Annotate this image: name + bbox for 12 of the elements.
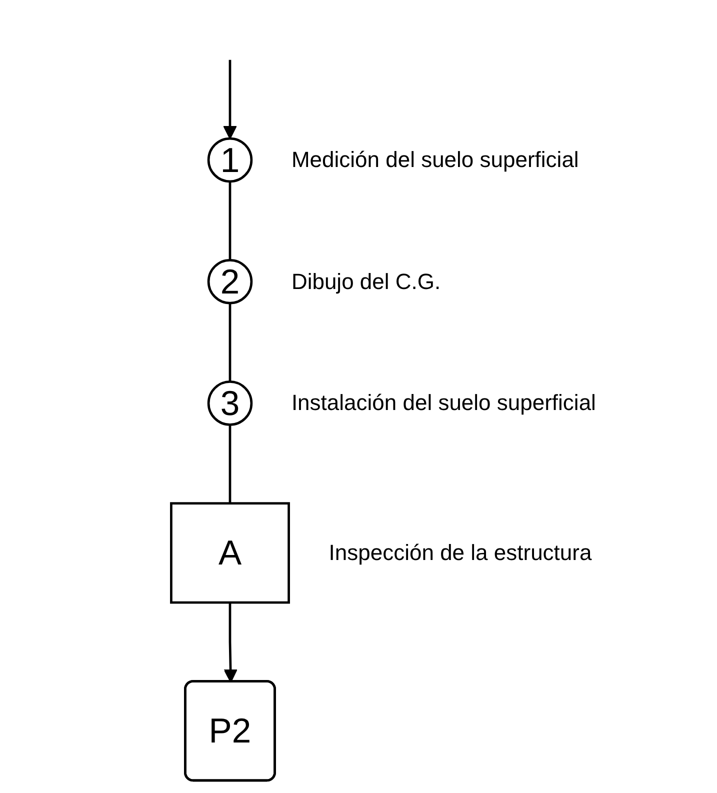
connector [228,181,232,260]
step-description: Dibujo del C.G. [291,268,441,295]
step-description: Inspección de la estructura [328,540,592,566]
connector [228,303,232,382]
connector [228,424,232,504]
node-circle: 2 [207,258,253,304]
step-description: Instalación del suelo superficial [291,390,596,416]
node-circle: 1 [207,137,253,183]
node-circle: 3 [207,380,253,426]
node-box: A [170,502,290,604]
arrow [223,60,237,140]
step-description: Medición del suelo superficial [291,146,579,173]
